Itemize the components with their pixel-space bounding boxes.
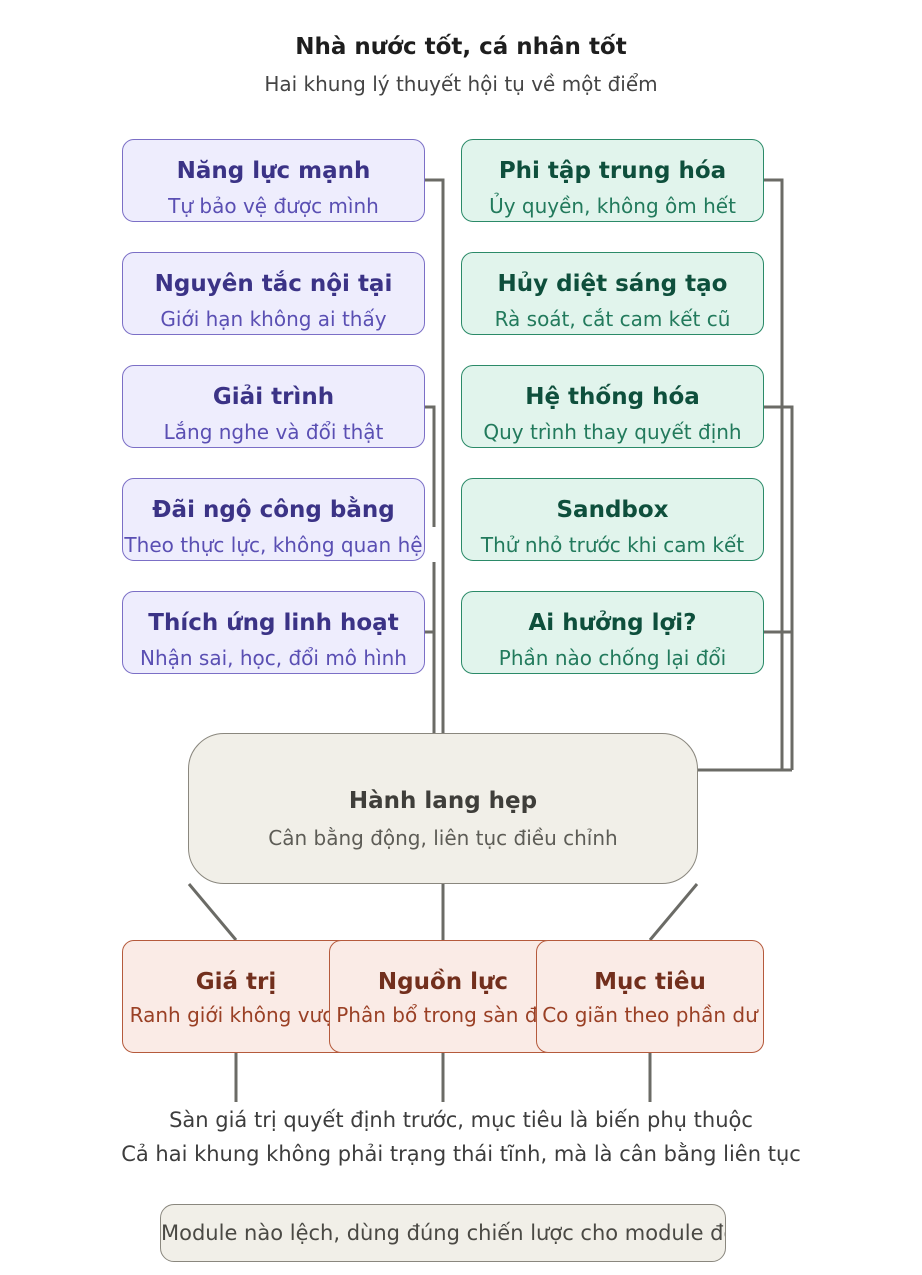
left-box-subtitle: Nhận sai, học, đổi mô hình: [139, 646, 407, 670]
right-box-title: Ai hưởng lợi?: [528, 610, 697, 636]
note-line-1: Sàn giá trị quyết định trước, mục tiêu l…: [169, 1108, 753, 1132]
right-box-1: Phi tập trung hóa Ủy quyền, không ôm hết: [461, 139, 764, 222]
left-box-2: Nguyên tắc nội tại Giới hạn không ai thấ…: [122, 252, 425, 335]
right-box-2: Hủy diệt sáng tạo Rà soát, cắt cam kết c…: [461, 252, 764, 335]
left-box-subtitle: Theo thực lực, không quan hệ: [124, 533, 423, 557]
center-box-title: Hành lang hẹp: [348, 788, 538, 814]
bottom-box-subtitle: Phân bổ trong sàn đó: [336, 1003, 550, 1027]
connector-right-3: [764, 405, 794, 770]
left-box-title: Đãi ngộ công bằng: [152, 497, 395, 523]
left-box-3: Giải trình Lắng nghe và đổi thật: [122, 365, 425, 448]
left-box-title: Nguyên tắc nội tại: [154, 271, 393, 297]
right-box-5: Ai hưởng lợi? Phần nào chống lại đổi: [461, 591, 764, 674]
left-box-subtitle: Lắng nghe và đổi thật: [163, 420, 384, 444]
connector-center-left: [187, 883, 238, 941]
bottom-box-1: Giá trị Ranh giới không vượt: [122, 940, 350, 1053]
right-box-4: Sandbox Thử nhỏ trước khi cam kết: [461, 478, 764, 561]
right-box-subtitle: Rà soát, cắt cam kết cũ: [494, 307, 731, 331]
connector-left-3: [425, 405, 436, 527]
right-box-subtitle: Thử nhỏ trước khi cam kết: [480, 533, 745, 557]
center-box: Hành lang hẹp Cân bằng động, liên tục đi…: [188, 733, 698, 884]
right-box-title: Hủy diệt sáng tạo: [497, 271, 728, 297]
diagram-title: Nhà nước tốt, cá nhân tốt: [295, 34, 627, 60]
note-line-2: Cả hai khung không phải trạng thái tĩnh,…: [121, 1142, 801, 1166]
connector-left-1: [425, 178, 445, 733]
bottom-box-subtitle: Ranh giới không vượt: [129, 1003, 343, 1027]
right-box-subtitle: Quy trình thay quyết định: [483, 420, 742, 444]
left-box-4: Đãi ngộ công bằng Theo thực lực, không q…: [122, 478, 425, 561]
bottom-box-subtitle: Co giãn theo phần dư: [542, 1003, 758, 1027]
bottom-box-2: Nguồn lực Phân bổ trong sàn đó: [329, 940, 557, 1053]
right-box-3: Hệ thống hóa Quy trình thay quyết định: [461, 365, 764, 448]
left-box-5: Thích ứng linh hoạt Nhận sai, học, đổi m…: [122, 591, 425, 674]
left-box-title: Giải trình: [212, 384, 335, 410]
bottom-box-3: Mục tiêu Co giãn theo phần dư: [536, 940, 764, 1053]
bottom-box-title: Nguồn lực: [377, 969, 509, 995]
footer-box: Module nào lệch, dùng đúng chiến lược ch…: [160, 1204, 726, 1262]
connector-center-right: [648, 883, 699, 941]
diagram-subtitle: Hai khung lý thuyết hội tụ về một điểm: [264, 72, 658, 96]
bottom-box-title: Mục tiêu: [594, 969, 706, 995]
right-box-subtitle: Ủy quyền, không ôm hết: [489, 194, 736, 218]
left-box-title: Năng lực mạnh: [176, 158, 371, 184]
right-box-subtitle: Phần nào chống lại đổi: [498, 646, 727, 670]
right-box-title: Sandbox: [556, 497, 669, 523]
left-box-subtitle: Tự bảo vệ được mình: [168, 194, 379, 218]
left-box-title: Thích ứng linh hoạt: [148, 610, 399, 636]
left-box-subtitle: Giới hạn không ai thấy: [160, 307, 387, 331]
bottom-box-title: Giá trị: [195, 969, 277, 995]
center-box-subtitle: Cân bằng động, liên tục điều chỉnh: [268, 826, 618, 850]
left-box-1: Năng lực mạnh Tự bảo vệ được mình: [122, 139, 425, 222]
right-box-title: Phi tập trung hóa: [498, 158, 727, 184]
right-box-title: Hệ thống hóa: [525, 384, 700, 410]
